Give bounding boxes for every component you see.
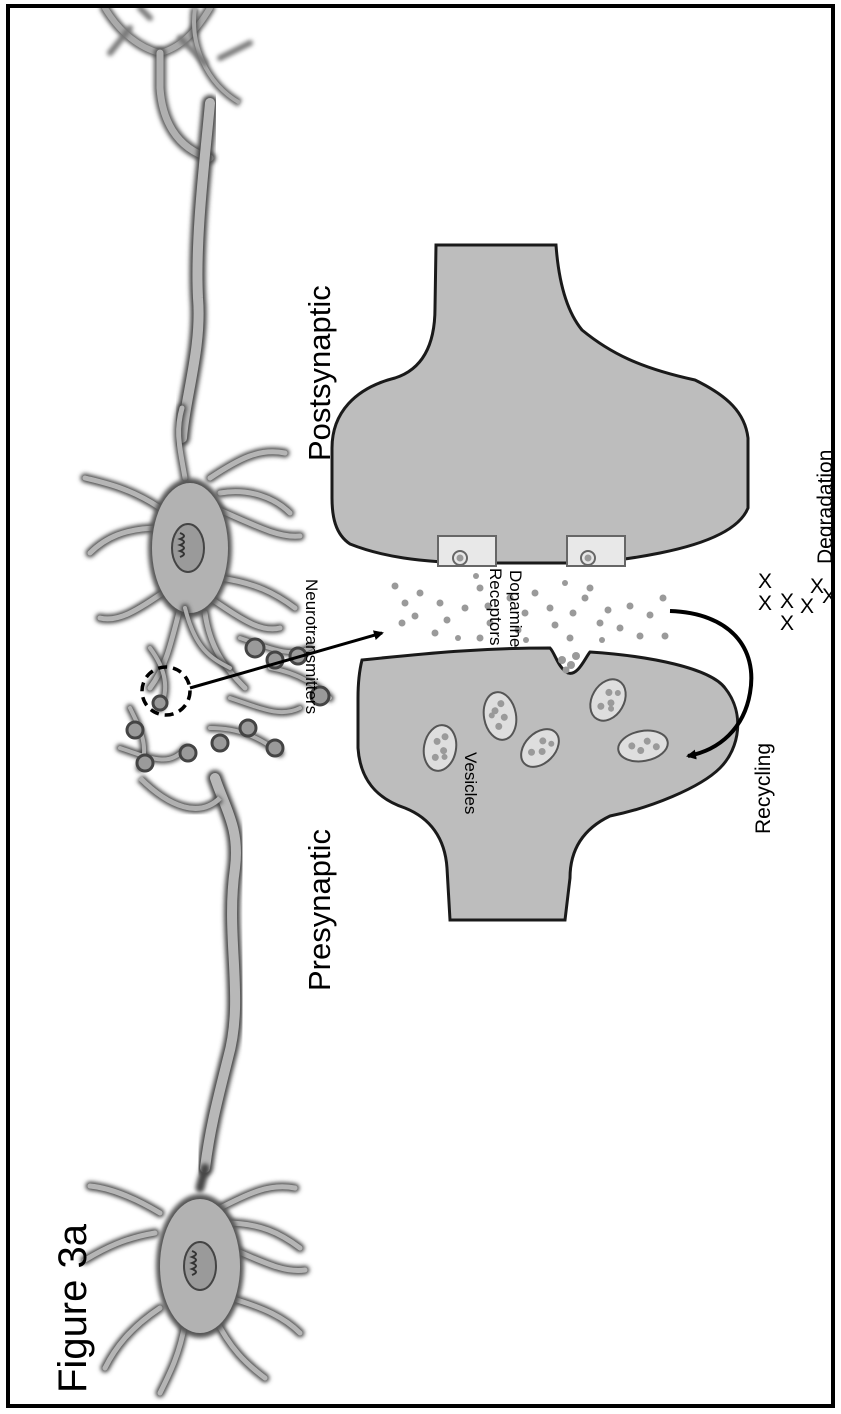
figure-frame: X X X X X X X Figure 3a Presynaptic Post… (6, 4, 835, 1408)
dopamine-label: Dopamine (506, 570, 525, 648)
recycling-label: Recycling (752, 743, 775, 834)
degradation-mark: X (822, 585, 831, 608)
neurotransmitters-label: Neurotransmitters (302, 579, 321, 714)
synapse-closeup (332, 245, 751, 920)
postsynaptic-terminal (332, 245, 748, 563)
degradation-mark: X (758, 592, 772, 615)
presynaptic-terminal (358, 648, 738, 920)
figure-title: Figure 3a (51, 1223, 95, 1393)
receptor (438, 536, 496, 566)
degradation-label: Degradation (814, 450, 831, 564)
postsynaptic-label: Postsynaptic (302, 285, 337, 461)
receptor (567, 536, 625, 566)
degradation-mark: X (758, 570, 772, 593)
neurotransmitter-particles (392, 573, 669, 643)
nucleus-icon (172, 524, 204, 572)
presynaptic-label: Presynaptic (302, 829, 337, 991)
degradation-mark: X (780, 612, 794, 635)
vesicles-label: Vesicles (461, 752, 480, 814)
degradation-mark: X (780, 590, 794, 613)
neuron-top-partial (105, 8, 250, 158)
synapse-cluster (120, 608, 382, 771)
receptors-label: Receptors (486, 568, 505, 645)
synapse-diagram: X X X X X X X Figure 3a Presynaptic Post… (10, 8, 831, 1404)
neuron-chain (85, 8, 382, 1393)
degradation-mark: X (800, 595, 814, 618)
degradation-marks: X X X X X X X (758, 570, 831, 635)
nucleus-icon (184, 1242, 216, 1290)
neuron-bottom (85, 1168, 305, 1393)
